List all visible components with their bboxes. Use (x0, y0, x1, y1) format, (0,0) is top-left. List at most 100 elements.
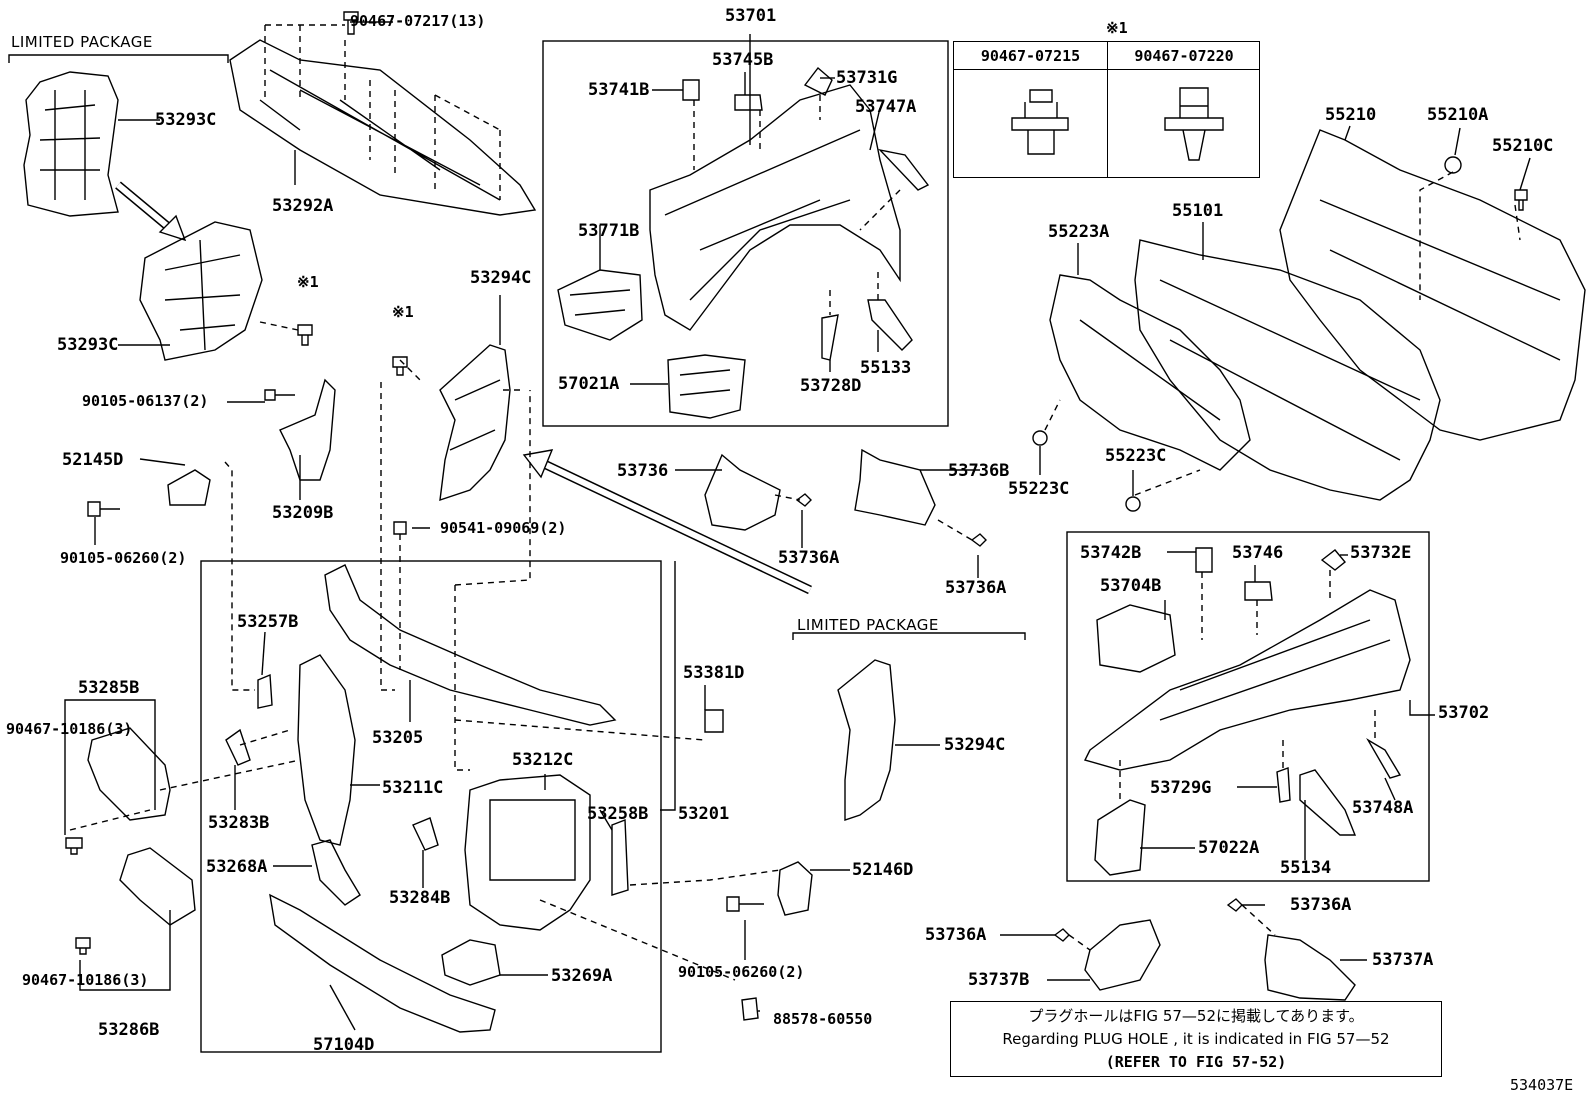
part-label-53742b: 53742B (1080, 543, 1142, 563)
dash-lines-left (224, 321, 531, 771)
part-label-52145d: 52145D (62, 450, 124, 470)
part-53269a-sketch (441, 939, 501, 986)
part-label-53257b: 53257B (237, 612, 299, 632)
part-label-53286b: 53286B (98, 1020, 160, 1040)
group-box-53201 (200, 560, 662, 1053)
nut-55223c-icon (1032, 430, 1048, 446)
bolt-icon (726, 896, 764, 912)
part-53268a-sketch (311, 839, 361, 906)
clip-icon (65, 837, 83, 855)
part-53702-apron-sketch (1083, 589, 1411, 771)
part-label-53201: 53201 (678, 804, 730, 824)
part-label-57104d: 57104D (313, 1035, 375, 1055)
part-53747a-sketch (877, 148, 930, 191)
part-label-53736b: 53736B (948, 461, 1010, 481)
limited-package-bracket-mid (792, 632, 1026, 640)
part-label-52146d: 52146D (852, 860, 914, 880)
clip-07215-icon (1011, 89, 1069, 155)
part-label-53736: 53736 (617, 461, 669, 481)
clip-icon (343, 11, 359, 35)
dash-lines-53201 (69, 719, 781, 981)
part-53381d-sketch (704, 709, 724, 733)
bolt-icon (393, 521, 407, 535)
part-53211c-sketch (297, 654, 356, 846)
part-53258b-sketch (611, 818, 629, 896)
part-label-57022a: 57022A (1198, 838, 1260, 858)
clip-07220-icon (1164, 87, 1224, 161)
part-label-53745b: 53745B (712, 50, 774, 70)
arrow-icon (522, 449, 812, 595)
part-53742b-sketch (1195, 547, 1213, 573)
part-label-53728d: 53728D (800, 376, 862, 396)
part-53293c-lower-sketch (139, 221, 263, 361)
clip-icon (392, 356, 408, 376)
dash-lines-55210 (1044, 171, 1521, 496)
part-label-55210: 55210 (1325, 105, 1377, 125)
clip-55210c-icon (1514, 189, 1528, 211)
part-53737a-sketch (1264, 934, 1356, 1001)
part-label-53294c: 53294C (944, 735, 1006, 755)
note-line-en: Regarding PLUG HOLE , it is indicated in… (1002, 1030, 1390, 1048)
part-53737b-sketch (1084, 919, 1161, 991)
part-label-53748a: 53748A (1352, 798, 1414, 818)
part-57022a-sketch (1094, 799, 1146, 876)
part-53704b-sketch (1096, 604, 1176, 673)
part-label-53702: 53702 (1438, 703, 1490, 723)
part-label-53701: 53701 (725, 6, 777, 26)
figure-code: 534037E (1510, 1076, 1574, 1094)
note-line-jp: プラグホールはFIG 57—52に掲載してあります。 (1028, 1007, 1364, 1025)
part-52146d-sketch (777, 861, 813, 916)
part-label-53211c: 53211C (382, 778, 444, 798)
clip-icon (970, 533, 987, 547)
limited-package-bracket-top (8, 54, 229, 63)
part-label-53771b: 53771B (578, 221, 640, 241)
part-53294c-limited-sketch (837, 659, 896, 821)
part-label-90467-10186: 90467-10186(3) (22, 971, 149, 989)
part-label-53704b: 53704B (1100, 576, 1162, 596)
part-label-53736a: 53736A (778, 548, 840, 568)
part-label-57021a: 57021A (558, 374, 620, 394)
part-55223a-sketch (1049, 274, 1251, 471)
part-label-53737b: 53737B (968, 970, 1030, 990)
part-label-53736a: 53736A (945, 578, 1007, 598)
part-label-90105-06137: 90105-06137(2) (82, 392, 209, 410)
part-53285b-sketch (87, 727, 171, 821)
part-53746-sketch (1244, 581, 1273, 601)
part-55101-sketch (1134, 239, 1441, 501)
part-53701-apron-sketch (649, 84, 901, 331)
part-53286b-sketch (119, 847, 196, 926)
part-label-55223c: 55223C (1008, 479, 1070, 499)
part-label-88578-60550: 88578-60550 (773, 1010, 873, 1028)
part-label-55210a: 55210A (1427, 105, 1489, 125)
part-label-53737a: 53737A (1372, 950, 1434, 970)
bracket-53285b (64, 699, 156, 835)
part-label-55223c: 55223C (1105, 446, 1167, 466)
part-53283b-sketch (225, 728, 251, 766)
part-label-53293c: 53293C (57, 335, 119, 355)
ref-mark-1: ※1 (392, 303, 414, 321)
part-label-53292a: 53292A (272, 196, 334, 216)
part-53205-sketch (324, 564, 617, 726)
part-53731g-sketch (803, 66, 833, 96)
part-label-90105-06260: 90105-06260(2) (60, 549, 187, 567)
dash-lines-53736 (774, 494, 973, 541)
part-label-53258b: 53258B (587, 804, 649, 824)
nut-55210a-icon (1444, 156, 1462, 174)
clip-table-header-2: 90467-07220 (1107, 42, 1260, 70)
part-label-53269a: 53269A (551, 966, 613, 986)
clip-table-mark: ※1 (1106, 19, 1128, 37)
dash-lines-53737 (1068, 904, 1276, 951)
group-box-53702 (1066, 531, 1430, 882)
part-55133-sketch (867, 299, 913, 351)
part-label-53283b: 53283B (208, 813, 270, 833)
part-label-53285b: 53285B (78, 678, 140, 698)
part-53284b-sketch (412, 817, 439, 851)
part-57104d-sketch (269, 893, 496, 1033)
part-53736b-sketch (854, 448, 936, 526)
part-label-53212c: 53212C (512, 750, 574, 770)
part-53736-sketch (704, 453, 781, 531)
clip-icon (75, 937, 91, 955)
part-label-55223a: 55223A (1048, 222, 1110, 242)
leader-lines (94, 21, 1531, 1031)
